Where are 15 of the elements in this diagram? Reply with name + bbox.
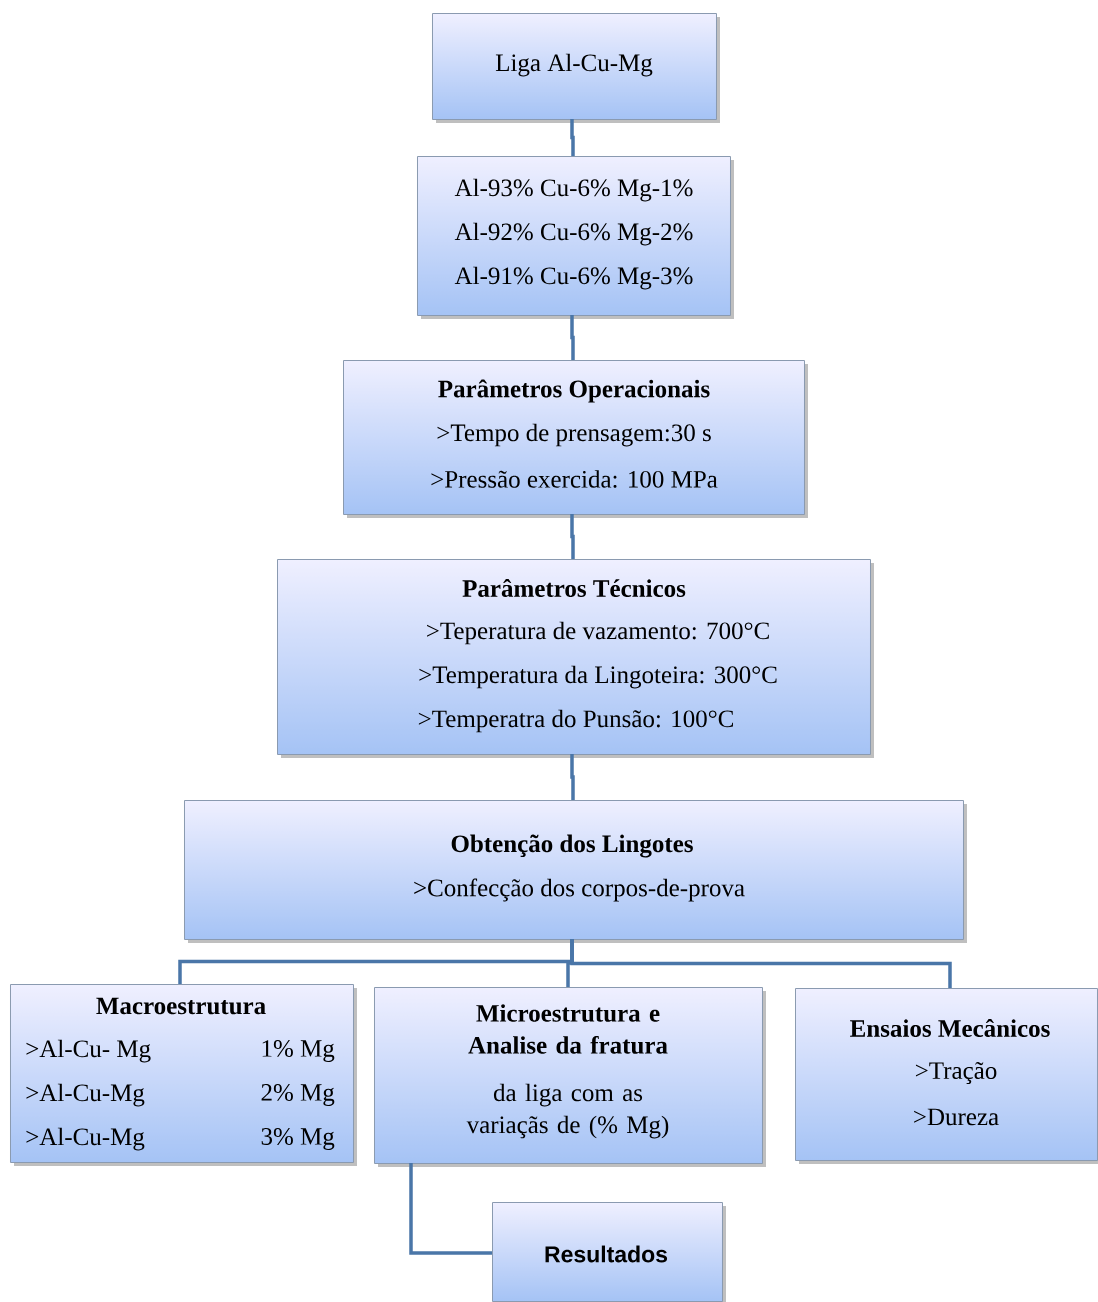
connector-line bbox=[570, 119, 575, 156]
connector-line bbox=[409, 1163, 492, 1255]
process-box: Resultados bbox=[492, 1202, 726, 1302]
process-box: Liga Al-Cu-Mg bbox=[432, 13, 720, 123]
process-box: Ensaios Mecânicos >Tração >Dureza bbox=[795, 988, 1098, 1164]
connector-line bbox=[570, 315, 575, 360]
connector-line bbox=[570, 754, 575, 800]
connector-line bbox=[570, 514, 575, 559]
process-box: Al-93% Cu-6% Mg-1% Al-92% Cu-6% Mg-2% Al-91% Cu-6% Mg-3% bbox=[417, 156, 734, 319]
process-box: Parâmetros Operacionais >Tempo de prensagem:30 s >Pressão exercida: 100 MPa bbox=[343, 360, 808, 518]
process-box: Obtenção dos Lingotes >Confecção dos corpos-de-prova bbox=[184, 800, 967, 943]
connector-line bbox=[570, 939, 952, 988]
process-box: Macroestrutura >Al-Cu- Mg 1% Mg >Al-Cu-Mg 2% Mg >Al-Cu-Mg 3% Mg bbox=[10, 984, 357, 1166]
process-box: Microestrutura e Analise da fratura da liga com as variaçãs de (% Mg) bbox=[374, 987, 766, 1167]
process-box: Parâmetros Técnicos >Teperatura de vazamento: 700°C >Temperatura da Lingoteira: 300°C >Temperatra do Punsão: 100°C bbox=[277, 559, 874, 758]
